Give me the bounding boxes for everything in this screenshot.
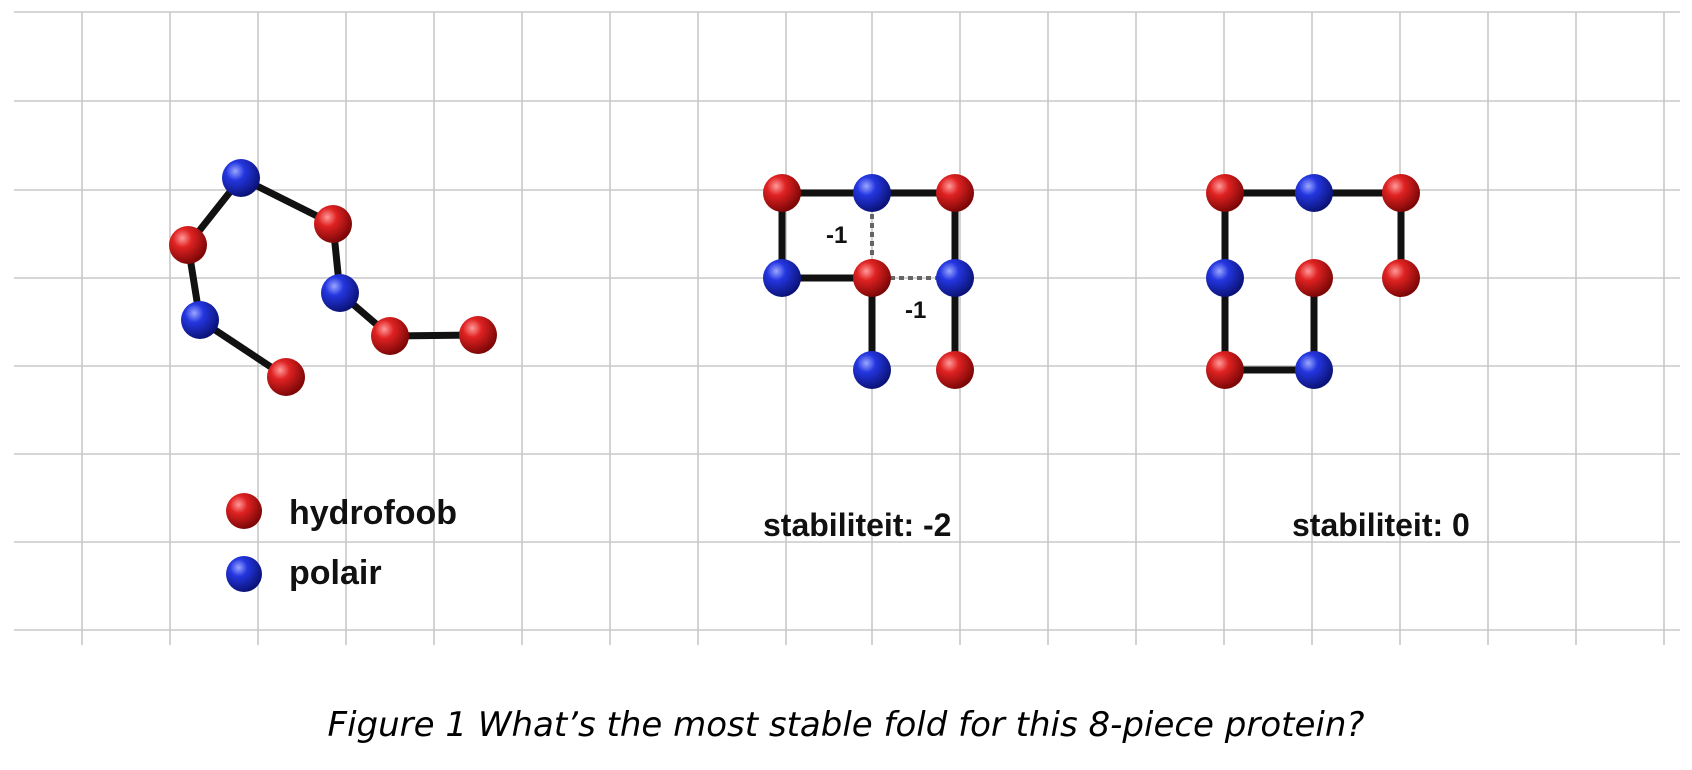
fold-b-hydrophobic-bead <box>1382 259 1420 297</box>
fold-a-hydrophobic-bead <box>936 174 974 212</box>
legend-polar-label: polair <box>289 554 382 592</box>
fold-b-hydrophobic-bead <box>1382 174 1420 212</box>
fold-b-polar-bead <box>1295 351 1333 389</box>
fold-b-polar-bead <box>1206 259 1244 297</box>
figure-caption: Figure 1 What’s the most stable fold for… <box>328 705 1365 745</box>
contact-energy-label-2: -1 <box>905 297 926 324</box>
unfolded-polar-bead <box>222 159 260 197</box>
unfolded-polar-bead <box>321 274 359 312</box>
contact-energy-label-1: -1 <box>826 222 847 249</box>
fold-a-hydrophobic-bead <box>763 174 801 212</box>
legend-polar-bead <box>226 556 262 592</box>
fold-a-hydrophobic-bead <box>936 351 974 389</box>
fold-a-hydrophobic-bead <box>853 259 891 297</box>
unfolded-hydrophobic-bead <box>459 316 497 354</box>
fold-a-polar-bead <box>936 259 974 297</box>
unfolded-hydrophobic-bead <box>314 205 352 243</box>
unfolded-polar-bead <box>181 301 219 339</box>
fold-a-contacts: -1 -1 <box>826 196 955 324</box>
fold-a-polar-bead <box>763 259 801 297</box>
protein-beads <box>169 159 1420 396</box>
fold-a-polar-bead <box>853 174 891 212</box>
fold-b-hydrophobic-bead <box>1206 351 1244 389</box>
fold-b-stability-label: stabiliteit: 0 <box>1292 507 1470 543</box>
unfolded-hydrophobic-bead <box>169 226 207 264</box>
legend: hydrofoob polair <box>226 493 457 592</box>
unfolded-hydrophobic-bead <box>371 317 409 355</box>
legend-hydrophobic-bead <box>226 493 262 529</box>
fold-a-stability-label: stabiliteit: -2 <box>763 507 951 543</box>
fold-a-polar-bead <box>853 351 891 389</box>
fold-b-hydrophobic-bead <box>1295 259 1333 297</box>
legend-hydrophobic-label: hydrofoob <box>289 494 457 532</box>
background-grid <box>14 11 1680 645</box>
unfolded-hydrophobic-bead <box>267 358 305 396</box>
fold-b-polar-bead <box>1295 174 1333 212</box>
fold-b-hydrophobic-bead <box>1206 174 1244 212</box>
